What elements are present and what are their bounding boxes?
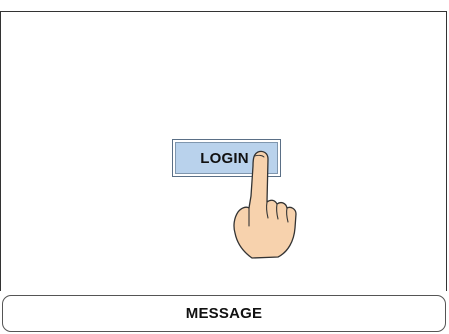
message-label: MESSAGE	[185, 305, 263, 322]
message-bar: MESSAGE	[2, 295, 446, 332]
login-button-label: LOGIN	[200, 149, 249, 167]
hand-pointer-icon	[233, 150, 297, 259]
